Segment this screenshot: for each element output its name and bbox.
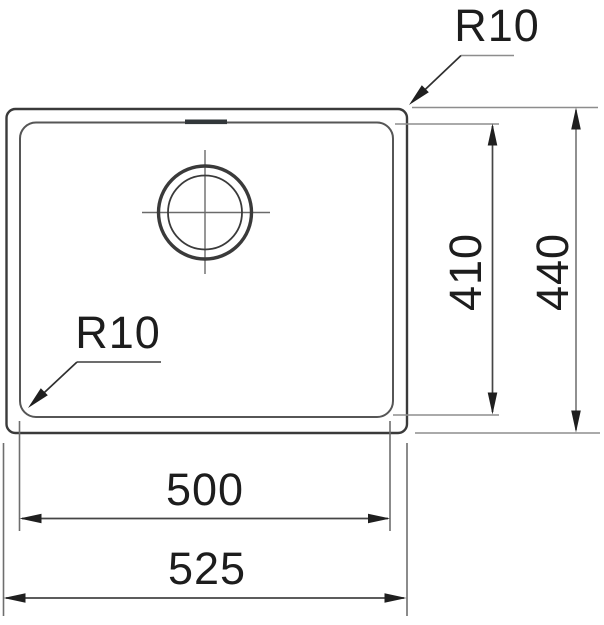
drain-outer-circle [156, 164, 254, 261]
drain [142, 150, 270, 274]
label-overall-depth: 440 [527, 233, 578, 311]
label-overall-width: 525 [168, 543, 246, 594]
extension-lines [2, 106, 600, 616]
arrow-radius-top-right [409, 85, 429, 105]
leader-radius-bottom-left [28, 361, 161, 408]
arrow-bowl-width-left [19, 513, 42, 524]
drain-inner-circle [167, 174, 243, 251]
arrow-bowl-depth-top [487, 123, 498, 146]
arrow-radius-bottom-left [28, 388, 48, 408]
label-bowl-depth: 410 [440, 233, 491, 311]
label-bowl-width: 500 [166, 464, 244, 515]
arrow-overall-depth-bottom [571, 410, 581, 433]
rim-top-mark [185, 119, 227, 125]
dimension-labels: R10 R10 410 440 500 525 [75, 0, 578, 594]
arrow-bowl-width-right [368, 513, 390, 524]
label-corner-radius-top-right: R10 [454, 0, 540, 51]
outer-rim-outline [5, 107, 409, 435]
label-corner-radius-bottom-left: R10 [75, 307, 161, 358]
arrow-overall-width-left [3, 593, 26, 603]
arrowheads [3, 107, 581, 603]
leader-radius-top-right [409, 54, 514, 105]
sink-outlines [5, 107, 409, 435]
dimension-lines [6, 110, 577, 599]
arrow-overall-width-right [384, 593, 407, 603]
arrow-overall-depth-top [571, 107, 581, 130]
arrow-bowl-depth-bottom [487, 392, 498, 415]
